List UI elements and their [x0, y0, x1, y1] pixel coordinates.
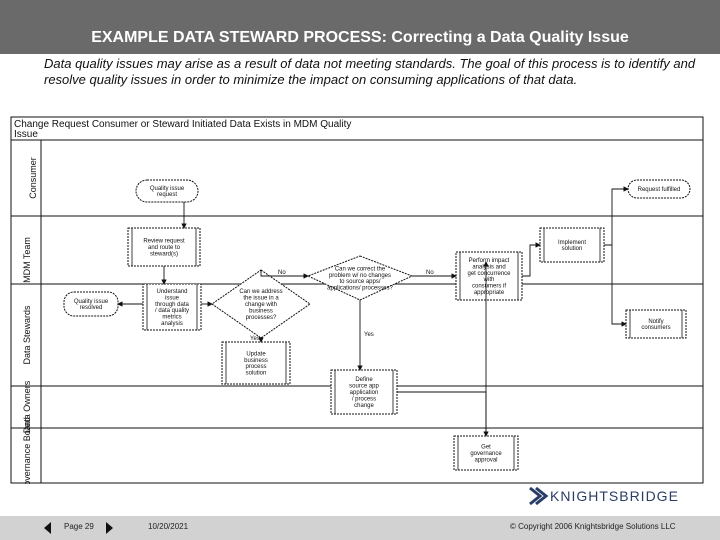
prev-slide-button[interactable] [44, 522, 51, 534]
define-source-changes-box [330, 369, 398, 415]
diagram-frame [10, 116, 704, 484]
diagram-header: Issue [14, 129, 38, 140]
notify-consumers-box [625, 309, 687, 339]
node-label-request-fulfilled: Request fulfilled [638, 187, 681, 193]
lane-label-consumer: Consumer [28, 157, 38, 199]
diagram-header: Change Request Consumer or Steward Initi… [14, 119, 351, 130]
lane-label-governance-board: Governance Board [22, 417, 32, 484]
connector [522, 242, 541, 277]
footer-bar: Page 29 10/20/2021 © Copyright 2006 Knig… [0, 516, 720, 540]
update-process-box [221, 341, 291, 385]
connector [260, 270, 309, 279]
understand-issue-box [142, 283, 202, 331]
label-no: No [426, 270, 434, 276]
footer-date: 10/20/2021 [148, 522, 189, 531]
lane-label-mdm-team: MDM Team [22, 237, 32, 283]
implement-solution-box [539, 227, 605, 263]
logo-text: KNIGHTSBRIDGE [550, 488, 679, 504]
review-request-box [127, 227, 201, 267]
process-diagram: Change Request Consumer or Steward Initi… [10, 116, 704, 484]
lane-label-data-owners: Data Owners [22, 380, 32, 433]
label-yes: Yes [250, 336, 260, 342]
next-slide-button[interactable] [106, 522, 113, 534]
decision-business-process [211, 269, 311, 339]
connector [611, 245, 627, 327]
copyright: © Copyright 2006 Knightsbridge Solutions… [510, 522, 676, 531]
lane-label-data-stewards: Data Stewards [22, 305, 32, 365]
connector [397, 391, 489, 437]
slide-title: EXAMPLE DATA STEWARD PROCESS: Correcting… [91, 29, 629, 46]
label-no: No [278, 270, 286, 276]
logo-mark-icon [529, 486, 549, 506]
connector [604, 186, 629, 246]
intro-text: Data quality issues may arise as a resul… [44, 56, 696, 87]
page-number: Page 29 [64, 522, 94, 531]
start-terminator [135, 179, 199, 203]
label-yes: Yes [364, 332, 374, 338]
title-bar [0, 0, 720, 54]
company-logo: KNIGHTSBRIDGE [528, 484, 698, 513]
